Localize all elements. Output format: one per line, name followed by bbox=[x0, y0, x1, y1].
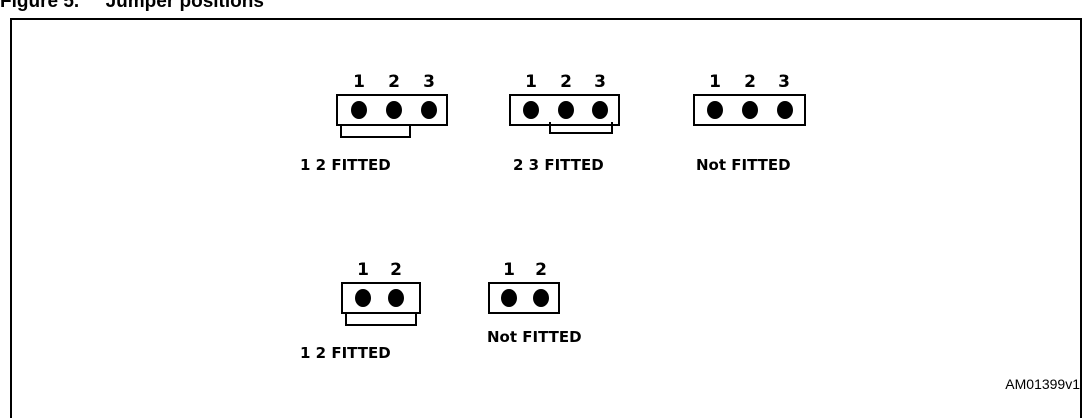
pin bbox=[558, 101, 574, 119]
pin bbox=[388, 289, 404, 307]
jumper-label: 1 2 FITTED bbox=[300, 344, 391, 362]
pin-number: 2 bbox=[535, 260, 547, 280]
pin bbox=[501, 289, 517, 307]
pin bbox=[386, 101, 402, 119]
pin-number: 1 bbox=[525, 72, 537, 92]
figure-caption: Figure 5. Jumper positions bbox=[0, 0, 264, 12]
pin-number: 3 bbox=[594, 72, 606, 92]
jumper-label: Not FITTED bbox=[696, 156, 791, 174]
jumper-label: 1 2 FITTED bbox=[300, 156, 391, 174]
pin bbox=[523, 101, 539, 119]
pin-number: 2 bbox=[390, 260, 402, 280]
pin-number: 3 bbox=[778, 72, 790, 92]
jumper-label: 2 3 FITTED bbox=[513, 156, 604, 174]
pin-number: 2 bbox=[388, 72, 400, 92]
jumper-link bbox=[340, 124, 411, 138]
pin bbox=[533, 289, 549, 307]
pin-number: 1 bbox=[709, 72, 721, 92]
pin-number: 1 bbox=[503, 260, 515, 280]
jumper-link bbox=[345, 312, 417, 326]
pin-number: 1 bbox=[357, 260, 369, 280]
pin bbox=[421, 101, 437, 119]
jumper-link bbox=[549, 122, 613, 134]
figure-id: AM01399v1 bbox=[1005, 376, 1080, 392]
pin-number: 2 bbox=[744, 72, 756, 92]
figure-frame: 1 2 3 1 2 FITTED 1 2 3 2 3 FITTED 1 2 3 … bbox=[10, 18, 1082, 418]
pin bbox=[592, 101, 608, 119]
jumper-label: Not FITTED bbox=[487, 328, 582, 346]
pin bbox=[777, 101, 793, 119]
pin-number: 2 bbox=[560, 72, 572, 92]
pin-header bbox=[341, 282, 421, 314]
pin-number: 3 bbox=[423, 72, 435, 92]
pin bbox=[355, 289, 371, 307]
pin bbox=[351, 101, 367, 119]
pin bbox=[742, 101, 758, 119]
pin bbox=[707, 101, 723, 119]
pin-header bbox=[488, 282, 560, 314]
pin-number: 1 bbox=[353, 72, 365, 92]
